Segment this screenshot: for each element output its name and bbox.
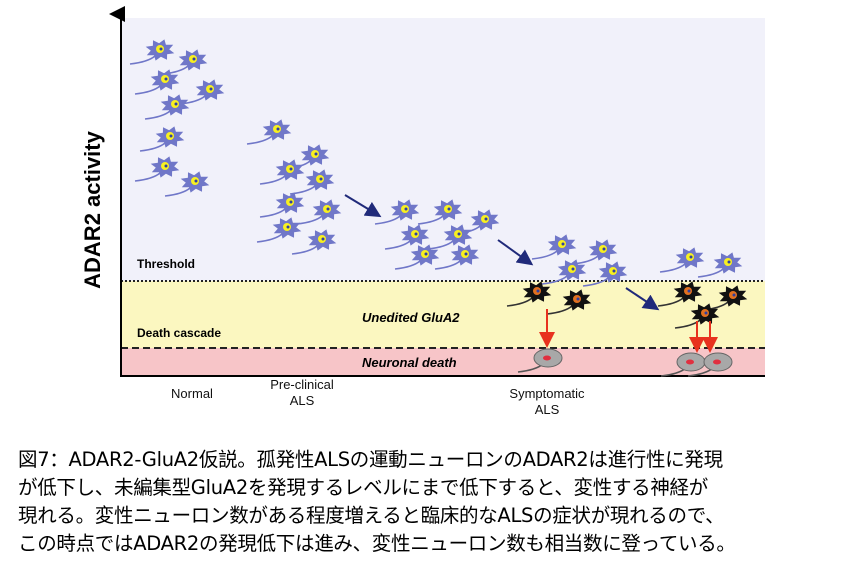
healthy-neuron-icon — [256, 217, 302, 243]
caption-line: 現れる。変性ニューロン数がある程度増えると臨床的なALSの症状が現れるので、 — [18, 504, 725, 527]
healthy-neuron-icon — [659, 247, 705, 273]
healthy-neuron-icon — [427, 224, 473, 250]
stage-normal: Normal — [171, 386, 213, 401]
dead-neuron-icon — [517, 348, 563, 373]
dead-neuron-icon — [687, 352, 733, 377]
healthy-neuron-icon — [434, 244, 480, 270]
degenerating-neuron-icon — [506, 281, 552, 307]
healthy-neuron-icon — [134, 156, 180, 182]
death-cascade-label: Death cascade — [137, 326, 221, 340]
stage-symptomatic: Symptomatic ALS — [509, 386, 585, 417]
healthy-neuron-icon — [246, 119, 292, 145]
healthy-neuron-icon — [394, 244, 440, 270]
caption-line: この時点ではADAR2の発現低下は進み、変性ニューロン数も相当数に登っている。 — [18, 532, 736, 555]
adar2-diagram: ADAR2 activity Threshold Death cascade U… — [80, 6, 765, 377]
unedited-glua2-label: Unedited GluA2 — [362, 310, 460, 325]
y-axis-label: ADAR2 activity — [80, 130, 105, 288]
progression-arrow — [344, 194, 382, 218]
healthy-neuron-icon — [541, 259, 587, 285]
healthy-neuron-icon — [134, 69, 180, 95]
healthy-neuron-icon — [164, 171, 210, 197]
healthy-neuron-icon — [417, 199, 463, 225]
healthy-neuron-icon — [531, 234, 577, 260]
healthy-neuron-icon — [374, 199, 420, 225]
degenerating-neuron-icon — [546, 289, 592, 315]
degenerating-neuron-icon — [674, 303, 720, 329]
death-cascade-zone — [121, 281, 765, 348]
healthy-neuron-icon — [384, 224, 430, 250]
healthy-neuron-icon — [296, 199, 342, 225]
neuronal-death-label: Neuronal death — [362, 355, 457, 370]
healthy-neuron-icon — [259, 159, 305, 185]
healthy-neuron-icon — [582, 261, 628, 287]
healthy-neuron-icon — [259, 192, 305, 218]
healthy-neuron-icon — [697, 252, 743, 278]
threshold-label: Threshold — [137, 257, 195, 271]
figure-caption: 図7：ADAR2-GluA2仮説。孤発性ALSの運動ニューロンのADAR2は進行… — [18, 446, 736, 558]
healthy-neuron-icon — [144, 94, 190, 120]
healthy-neuron-icon — [129, 39, 175, 65]
stage-preclinical: Pre-clinical ALS — [270, 377, 334, 408]
healthy-neuron-icon — [139, 126, 185, 152]
caption-line: が低下し、未編集型GluA2を発現するレベルにまで低下すると、変性する神経が — [18, 476, 708, 499]
neuronal-death-zone — [121, 348, 765, 376]
normal-zone — [121, 18, 765, 281]
progression-arrow — [625, 287, 660, 311]
healthy-neuron-icon — [291, 229, 337, 255]
degenerating-neuron-icon — [657, 281, 703, 307]
caption-line: 図7：ADAR2-GluA2仮説。孤発性ALSの運動ニューロンのADAR2は進行… — [18, 448, 723, 471]
progression-arrow — [497, 239, 534, 266]
